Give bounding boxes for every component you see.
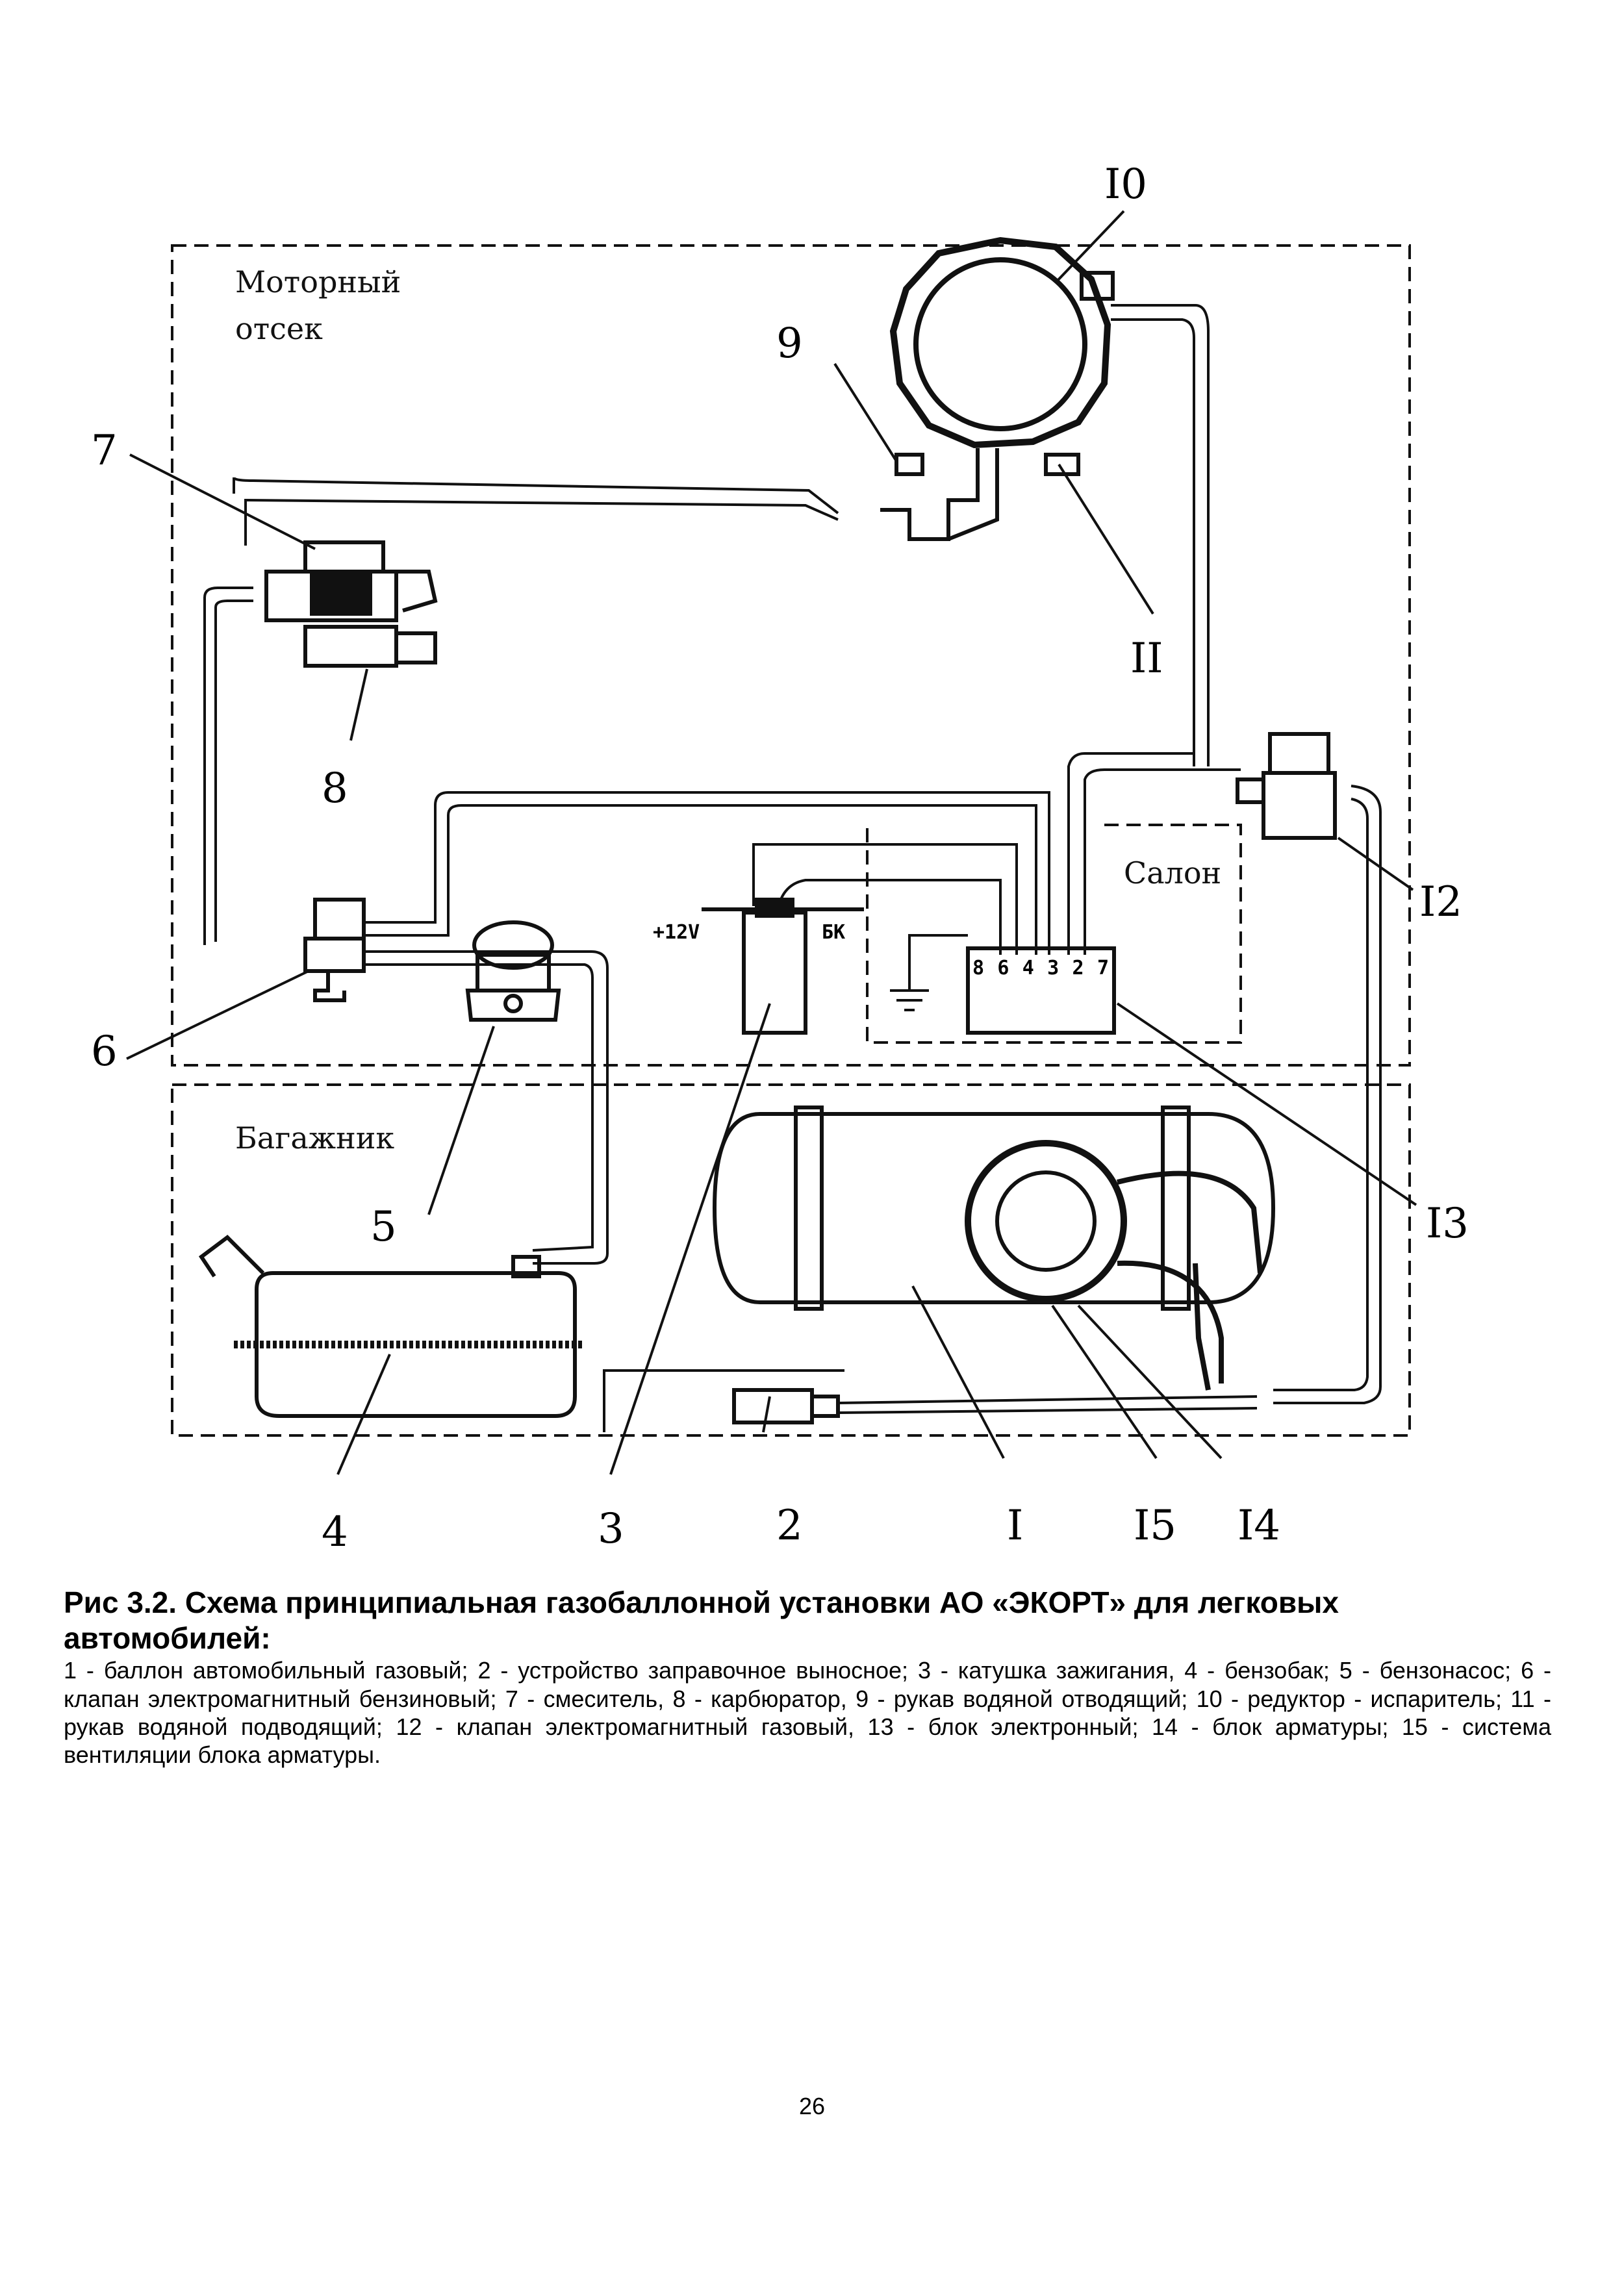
gas-valve-body [1262,771,1337,840]
trunk-zone-border [171,1083,1411,1437]
reducer-outlet-pipe [1111,304,1210,766]
trunk-zone-label: Багажник [235,1120,394,1156]
fuel-tank-body [255,1271,577,1418]
filler-device [732,1388,840,1424]
coil-ground-line [603,1369,844,1432]
petrol-valve-stem [313,971,346,1002]
valve6-wire-inner [364,804,1037,955]
cabin-zone-border [866,824,1242,1044]
ecu-body [966,946,1116,1035]
ignition-coil [702,898,864,1035]
valve-block-inner [995,1170,1097,1272]
coil-plus-label: +12V [653,921,700,944]
petrol-solenoid-valve [303,898,366,1002]
mixer-gas-hose-inner [244,498,839,546]
gas-installation-diagram: Моторный отсек Салон Багажник [91,160,1469,1556]
cabin-zone-label: Салон [1124,855,1221,891]
valve-block [965,1140,1263,1391]
ground-wire [908,934,968,991]
fuel-pump [465,920,561,1022]
marker-5: 5 [370,1203,397,1251]
petrol-valve-body [303,937,366,973]
coil-bk-label: БК [822,921,845,944]
marker-15: I5 [1134,1502,1176,1550]
gas-valve-port [1236,777,1265,804]
ecu-wire-1 [1067,752,1195,955]
fuel-pump-cap [472,920,554,970]
filler-nozzle [810,1395,840,1418]
marker-7: 7 [91,427,118,475]
coil-body [742,911,807,1035]
leader-lines [126,210,1417,1475]
reducer-ports [894,453,1080,476]
marker-8: 8 [322,764,348,813]
valve6-wire [364,791,1050,955]
marker-10: I0 [1104,160,1147,208]
reducer-membrane [913,257,1087,431]
gas-valve-coil [1268,732,1330,775]
filler-body [732,1388,814,1424]
marker-6: 6 [91,1028,118,1076]
reducer-outlet [1080,271,1115,301]
fuel-tank-outlet [511,1255,541,1278]
fuel-pump-body [476,953,551,992]
caption-legend: 1 - баллон автомобильный газовый; 2 - ус… [64,1657,1551,1768]
ecu-pin-numbers: 864327 [972,957,1109,979]
reducer-outlet-pipe-inner [1111,318,1195,766]
marker-11: II [1130,635,1163,683]
marker-14: I4 [1237,1502,1280,1550]
filler-line [837,1395,1258,1404]
carb-float [310,573,372,616]
marker-3: 3 [598,1505,624,1553]
carburettor-assembly [264,540,438,668]
gas-cylinder-strap-2 [1161,1106,1191,1311]
hose-9-inner [947,448,999,541]
fuel-pump-base [465,989,561,1022]
mixer-gas-hose [233,477,839,514]
gas-cylinder-strap-1 [794,1106,824,1311]
marker-9: 9 [776,320,803,368]
carb-side [394,631,437,664]
carb-lower [303,625,398,668]
marker-1: I [1007,1502,1023,1550]
electronic-unit [966,946,1116,1035]
valve-block-ring [965,1140,1127,1302]
engine-zone-border [171,244,1411,1067]
ventilation-hose [1117,1170,1263,1391]
engine-zone-label-line1: Моторный [235,264,401,299]
engine-zone-label-line2: отсек [235,311,323,346]
filler-line-inner [837,1407,1258,1414]
mixer-body [303,540,385,574]
fuel-line-to-tank-inner [364,963,594,1252]
marker-4: 4 [322,1508,348,1556]
fuel-pump-bolt [503,994,523,1013]
ecu-wire-2 [1084,768,1241,955]
caption-title: Рис 3.2. Схема принципиальная газобаллон… [64,1586,1339,1656]
fuel-line-to-carb-inner [214,600,253,942]
figure-caption: Рис 3.2. Схема принципиальная газобаллон… [64,1585,1551,1769]
fuel-line-to-carb [203,587,253,945]
marker-13: I3 [1426,1200,1469,1248]
fuel-line-to-tank [364,950,609,1265]
coil-wire-2 [778,879,1002,955]
gas-line-to-tank-inner [1273,798,1369,1391]
marker-12: I2 [1419,878,1462,926]
carb-lever [390,570,438,613]
reducer-body [889,236,1111,449]
ground-symbol [890,989,929,1011]
fuel-tank [198,1235,585,1418]
reducer-evaporator [880,236,1115,541]
fuel-tank-neck [198,1235,265,1278]
page-number: 26 [798,2093,826,2119]
zone-borders [171,244,1411,1437]
gas-line-to-tank [1273,785,1382,1404]
marker-2: 2 [776,1502,803,1550]
carb-top [264,570,398,622]
petrol-valve-coil [313,898,366,941]
gas-solenoid-valve [1236,732,1337,840]
coil-wire-1 [752,843,1018,955]
